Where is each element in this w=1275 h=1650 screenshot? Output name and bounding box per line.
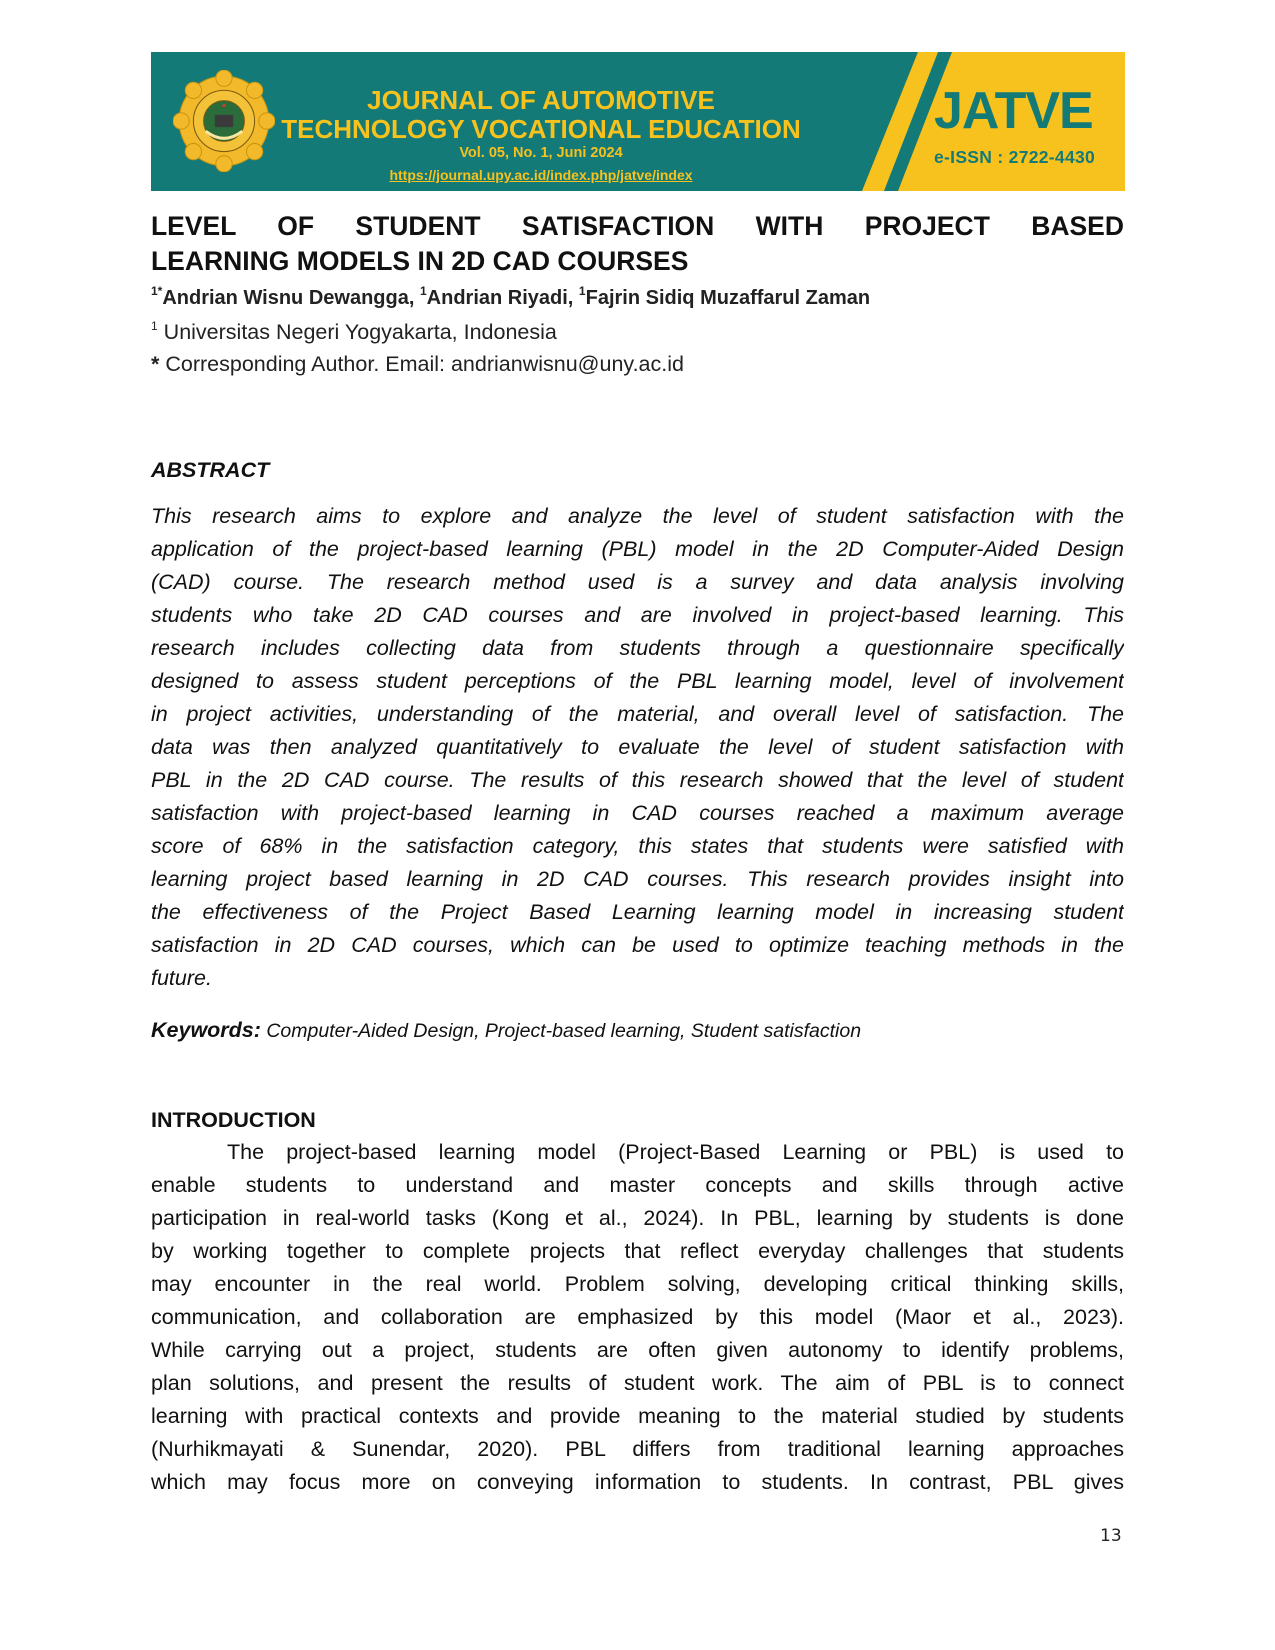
intro-line: (Nurhikmayati & Sunendar, 2020). PBL dif…	[151, 1439, 1124, 1461]
corresponding-text: Corresponding Author. Email: andrianwisn…	[159, 352, 684, 376]
abstract-line: satisfaction in 2D CAD courses, which ca…	[151, 935, 1124, 957]
author-3-name: Fajrin Sidiq Muzaffarul Zaman	[585, 287, 871, 309]
intro-line: plan solutions, and present the results …	[151, 1373, 1124, 1395]
abstract-line: designed to assess student perceptions o…	[151, 671, 1124, 693]
intro-line: The project-based learning model (Projec…	[227, 1142, 1124, 1164]
abstract-line: satisfaction with project-based learning…	[151, 803, 1124, 825]
paper-title-line-1: LEVEL OF STUDENT SATISFACTION WITH PROJE…	[151, 213, 1124, 241]
journal-name-line2: TECHNOLOGY VOCATIONAL EDUCATION	[281, 114, 801, 144]
affiliation-text: Universitas Negeri Yogyakarta, Indonesia	[157, 320, 557, 344]
abstract-line: research includes collecting data from s…	[151, 638, 1124, 660]
abstract-line: in project activities, understanding of …	[151, 704, 1124, 726]
intro-line: While carrying out a project, students a…	[151, 1340, 1124, 1362]
journal-volume: Vol. 05, No. 1, Juni 2024	[459, 145, 623, 161]
author-1-name: Andrian Wisnu Dewangga,	[162, 287, 415, 309]
abstract-line: application of the project-based learnin…	[151, 539, 1124, 561]
affiliation: 1 Universitas Negeri Yogyakarta, Indones…	[151, 320, 1124, 345]
journal-banner: JOURNAL OF AUTOMOTIVE TECHNOLOGY VOCATIO…	[151, 52, 1125, 191]
intro-line: may encounter in the real world. Problem…	[151, 1274, 1124, 1296]
author-2-name: Andrian Riyadi,	[426, 287, 574, 309]
author-3-affil-mark: 1	[578, 284, 586, 298]
abstract-line: This research aims to explore and analyz…	[151, 506, 1124, 528]
keywords-text: Computer-Aided Design, Project-based lea…	[260, 1020, 862, 1042]
intro-line: enable students to understand and master…	[151, 1175, 1124, 1197]
corresponding-author: * Corresponding Author. Email: andrianwi…	[151, 352, 1124, 377]
abstract-line: students who take 2D CAD courses and are…	[151, 605, 1124, 627]
affiliation-mark: 1	[151, 319, 158, 333]
keywords-label: Keywords:	[151, 1018, 261, 1042]
journal-issn: e-ISSN : 2722-4430	[934, 147, 1096, 167]
abstract-line: the effectiveness of the Project Based L…	[151, 902, 1124, 924]
paper-title-line-2: LEARNING MODELS IN 2D CAD COURSES	[151, 246, 689, 276]
abstract-line: learning project based learning in 2D CA…	[151, 869, 1124, 891]
intro-line: participation in real-world tasks (Kong …	[151, 1208, 1124, 1230]
introduction-heading: INTRODUCTION	[151, 1108, 316, 1132]
page-number: 13	[1100, 1526, 1122, 1546]
keywords: Keywords: Computer-Aided Design, Project…	[151, 1018, 1124, 1043]
intro-line: by working together to complete projects…	[151, 1241, 1124, 1263]
abstract-line: score of 68% in the satisfaction categor…	[151, 836, 1124, 858]
intro-line: communication, and collaboration are emp…	[151, 1307, 1124, 1329]
author-list: 1*Andrian Wisnu Dewangga, 1Andrian Riyad…	[151, 284, 1124, 310]
abstract-line: data was then analyzed quantitatively to…	[151, 737, 1124, 759]
abstract-line: future.	[151, 966, 212, 990]
author-1-affil-mark: 1*	[151, 284, 163, 298]
abstract-line: (CAD) course. The research method used i…	[151, 572, 1124, 594]
journal-url-link[interactable]: https://journal.upy.ac.id/index.php/jatv…	[389, 167, 693, 183]
journal-acronym: JATVE	[934, 82, 1094, 140]
banner-diagonal-stripes	[862, 52, 1125, 191]
author-2-affil-mark: 1	[419, 284, 427, 298]
corresponding-mark: *	[151, 352, 160, 376]
intro-line: learning with practical contexts and pro…	[151, 1406, 1124, 1428]
intro-line: which may focus more on conveying inform…	[151, 1472, 1124, 1494]
journal-name-line1: JOURNAL OF AUTOMOTIVE	[367, 85, 715, 115]
abstract-line: PBL in the 2D CAD course. The results of…	[151, 770, 1124, 792]
abstract-heading: ABSTRACT	[151, 458, 270, 482]
university-seal-icon	[173, 70, 275, 172]
